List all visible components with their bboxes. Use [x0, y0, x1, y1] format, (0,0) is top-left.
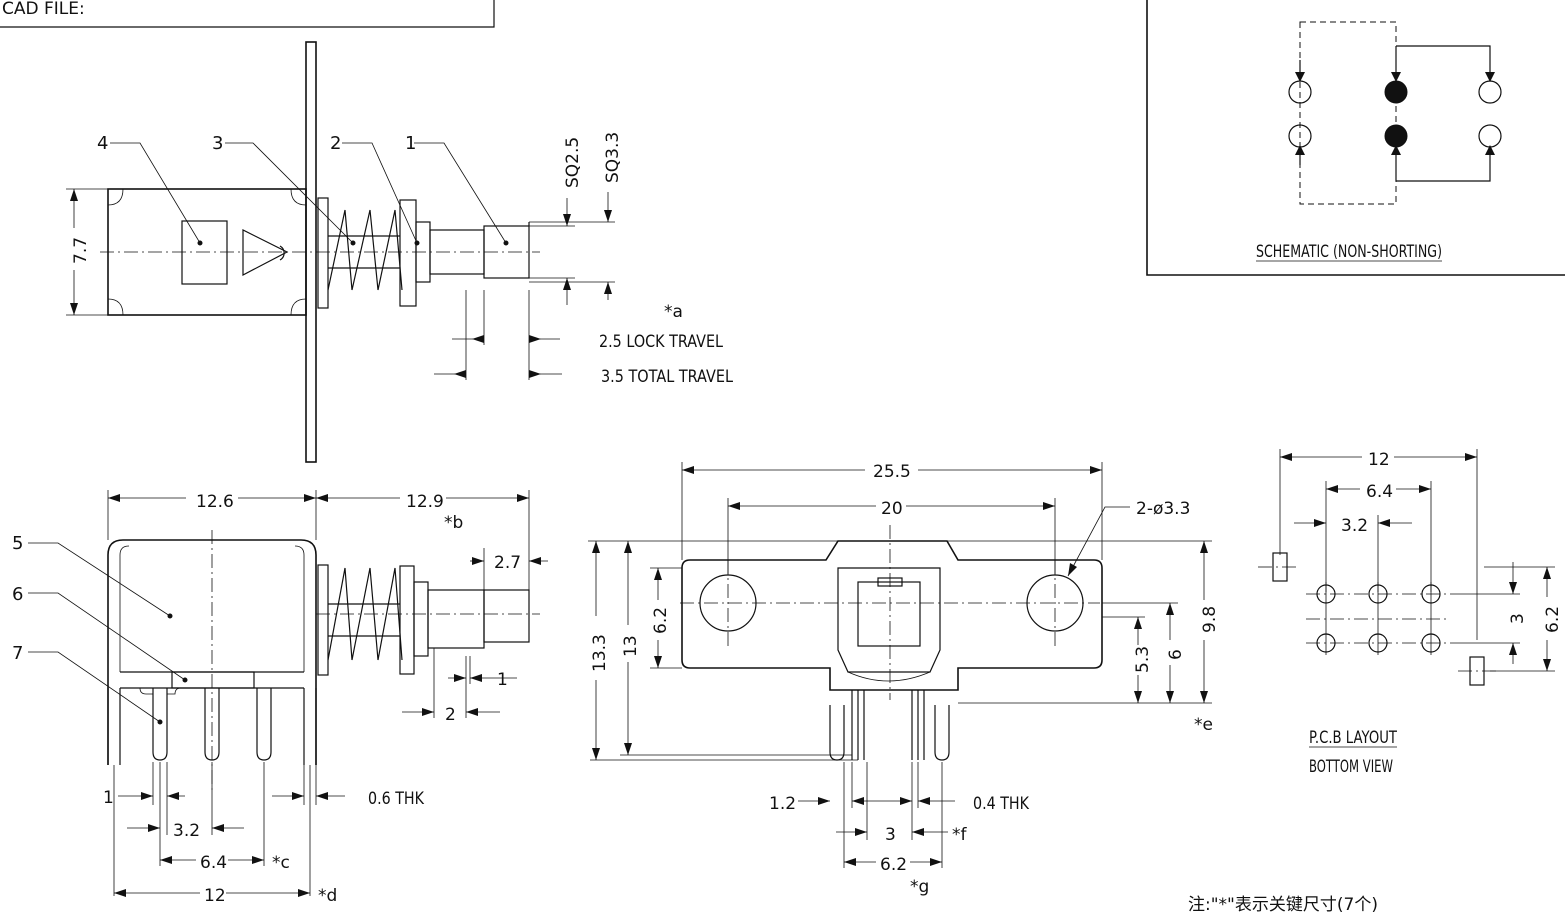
note-f: *f: [952, 825, 968, 845]
total-travel: 3.5 TOTAL TRAVEL: [601, 367, 733, 387]
callout-1: 1: [405, 133, 416, 154]
contact-open: [1478, 80, 1502, 104]
contact-common: [1384, 80, 1408, 104]
pcb-layout: 12 6.4 3.2: [1258, 449, 1563, 777]
pcb-row-6-2: 6.2: [1543, 606, 1563, 633]
note-c: *c: [272, 853, 290, 873]
pcb-row-3: 3: [1508, 613, 1528, 624]
dim-body-length: 12.6: [196, 492, 234, 512]
note-g: *g: [910, 877, 929, 897]
note-e: *e: [1194, 715, 1213, 735]
callout-3: 3: [212, 133, 223, 154]
dim-stem-length: 12.9: [406, 492, 444, 512]
dim-pitch: 3.2: [173, 821, 200, 841]
dim-h-5-3: 5.3: [1133, 646, 1153, 673]
contact-open: [1288, 80, 1312, 104]
pcb-pitch-6-4: 6.4: [1366, 482, 1393, 502]
pcb-width: 12: [1368, 450, 1390, 470]
top-view: 4 3 2 1 7.7 SQ2.5 SQ3.3 *a: [66, 41, 733, 463]
schematic-panel: SCHEMATIC (NON-SHORTING): [1146, 0, 1565, 276]
dim-span-6-2: 6.2: [880, 855, 907, 875]
dim-sq-large: SQ3.3: [603, 132, 623, 183]
note-a: *a: [664, 302, 683, 322]
callout-6: 6: [12, 584, 23, 605]
dim-h-13: 13: [621, 635, 641, 657]
callout-2: 2: [330, 133, 341, 154]
dim-overall: 12: [204, 886, 226, 906]
dim-2: 2: [445, 705, 456, 725]
dim-thickness: 0.6 THK: [368, 789, 425, 809]
title-block: CAD FILE:: [0, 0, 495, 28]
side-view: 5 6 7 12.6 12.9 *b 2.7 1: [12, 490, 548, 906]
dim-width-total: 25.5: [873, 462, 911, 482]
contact-open: [1478, 124, 1502, 148]
dim-height: 7.7: [71, 237, 91, 264]
pcb-caption-1: P.C.B LAYOUT: [1309, 728, 1397, 748]
front-view: 25.5 20 2-ø3.3 13.3 13 6.2: [588, 462, 1220, 897]
note-b: *b: [444, 513, 463, 533]
pad-grid: [1258, 552, 1500, 686]
dim-pitch-double: 6.4: [200, 853, 227, 873]
callout-leaders: [110, 142, 509, 246]
dim-pin-width: 1: [103, 788, 114, 808]
callout-5: 5: [12, 533, 23, 554]
dim-sq-small: SQ2.5: [563, 137, 583, 188]
dim-h-6-2: 6.2: [651, 607, 671, 634]
footnote: 注:"*"表示关键尺寸(7个): [1188, 895, 1378, 912]
dim-button-length: 2.7: [494, 553, 521, 573]
dim-pitch-3: 3: [885, 825, 896, 845]
contact-common: [1384, 124, 1408, 148]
lock-travel: 2.5 LOCK TRAVEL: [599, 332, 723, 352]
schematic-caption: SCHEMATIC (NON-SHORTING): [1256, 242, 1442, 262]
dim-pin-1-2: 1.2: [769, 794, 796, 814]
dim-h-9-8: 9.8: [1200, 606, 1220, 633]
pcb-pitch-3-2: 3.2: [1341, 516, 1368, 536]
callout-4: 4: [97, 133, 108, 154]
note-d: *d: [318, 886, 337, 906]
pcb-caption-2: BOTTOM VIEW: [1309, 757, 1393, 777]
dim-thk-0-4: 0.4 THK: [973, 794, 1030, 814]
contact-open: [1288, 124, 1312, 148]
dim-1-small: 1: [497, 670, 508, 690]
dim-holes: 2-ø3.3: [1136, 499, 1190, 519]
dim-hole-spacing: 20: [881, 499, 903, 519]
dim-h-6: 6: [1166, 649, 1186, 660]
dim-h-13-3: 13.3: [590, 634, 610, 672]
callout-7: 7: [12, 643, 23, 664]
cad-file-label: CAD FILE:: [2, 0, 85, 19]
